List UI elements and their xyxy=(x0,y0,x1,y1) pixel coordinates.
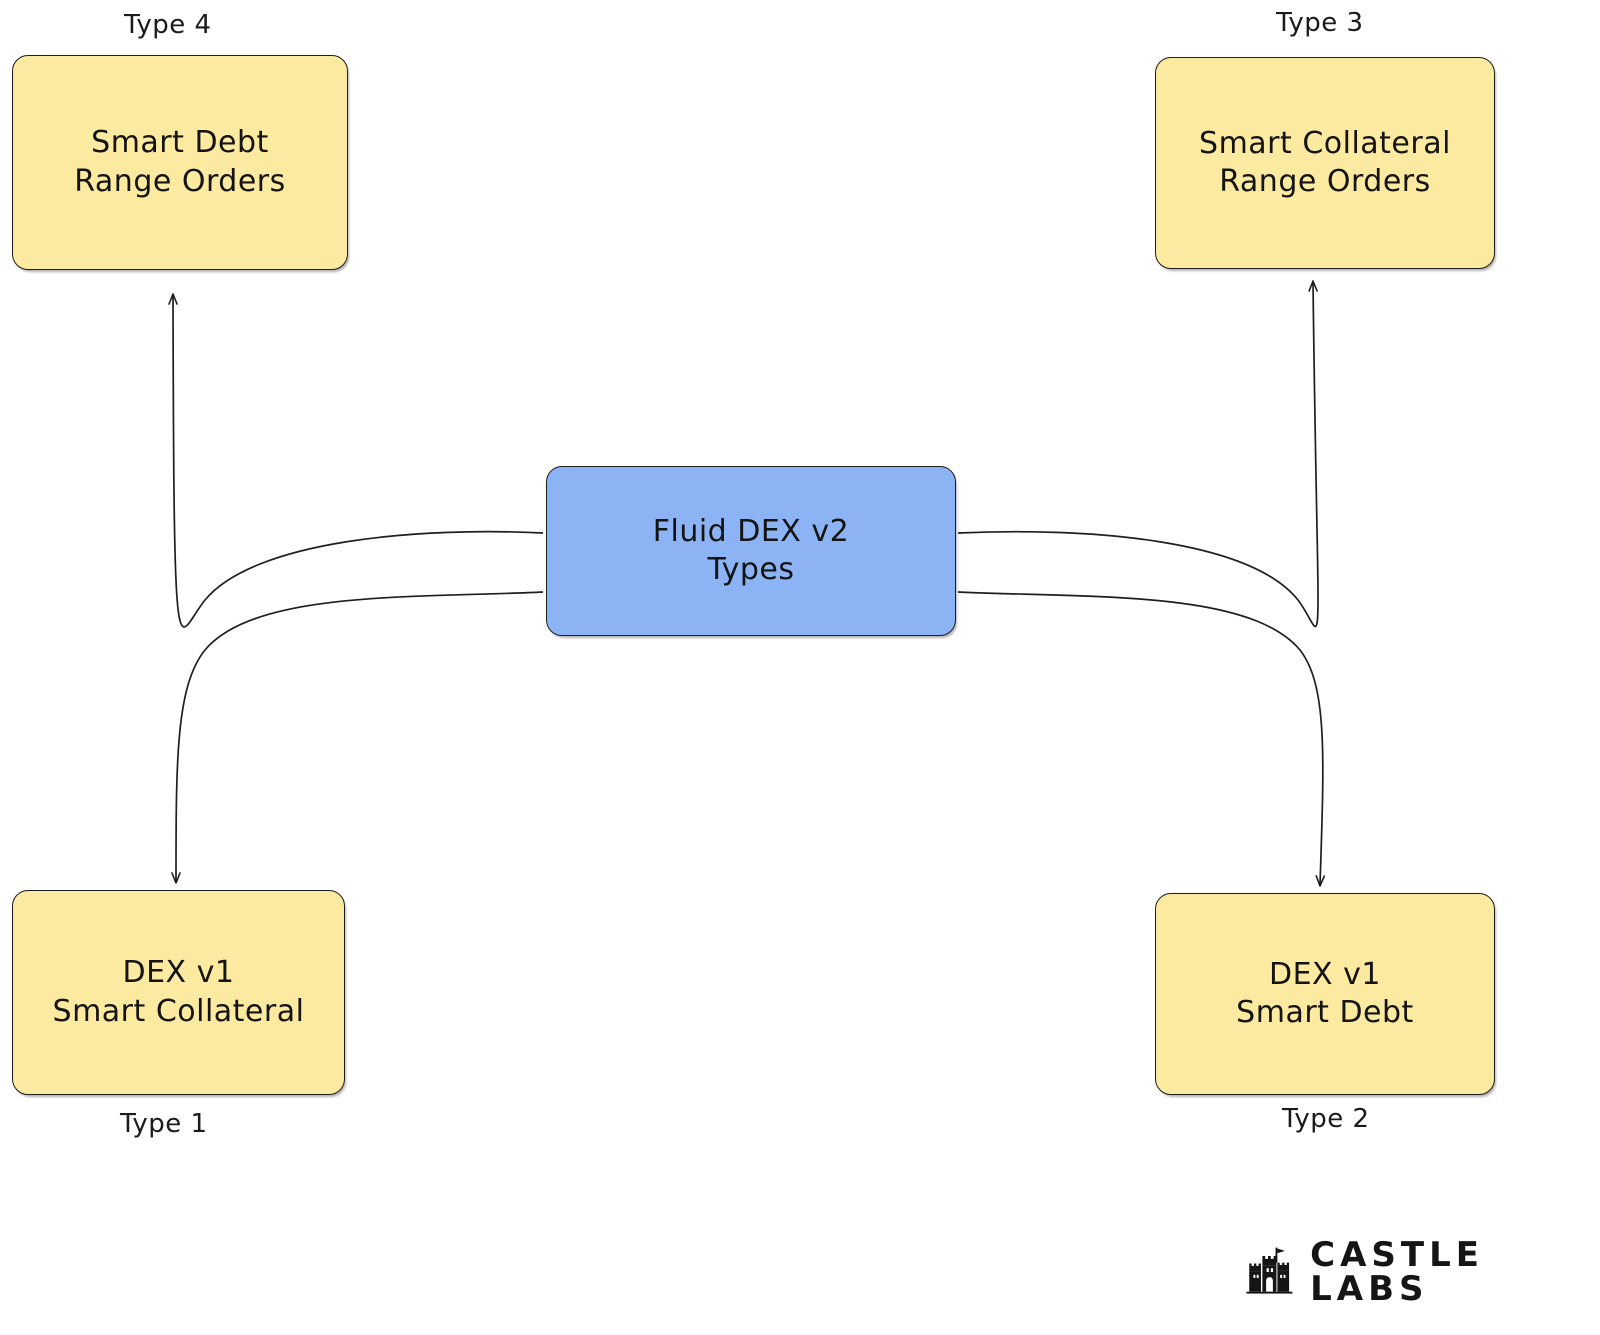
tag-type3: Type 3 xyxy=(1276,8,1364,38)
node-center-label: Fluid DEX v2 Types xyxy=(652,513,850,587)
tag-type2: Type 2 xyxy=(1282,1104,1370,1134)
node-type1[interactable]: DEX v1 Smart Collateral xyxy=(12,890,345,1095)
node-type3[interactable]: Smart Collateral Range Orders xyxy=(1155,57,1495,269)
tag-type1: Type 1 xyxy=(120,1109,208,1139)
edge-center-to-type3 xyxy=(957,280,1319,628)
node-type4-label: Smart Debt Range Orders xyxy=(74,125,286,199)
edge-center-to-type2 xyxy=(957,591,1326,887)
node-type2-label: DEX v1 Smart Debt xyxy=(1236,956,1414,1030)
castle-labs-logo: CASTLE LABS xyxy=(1238,1238,1600,1306)
castle-icon xyxy=(1246,1247,1293,1294)
node-center[interactable]: Fluid DEX v2 Types xyxy=(546,466,956,636)
tag-type4: Type 4 xyxy=(124,10,212,40)
node-type3-label: Smart Collateral Range Orders xyxy=(1199,125,1451,199)
edge-center-to-type4 xyxy=(168,293,544,628)
node-type1-label: DEX v1 Smart Collateral xyxy=(52,955,305,1029)
node-type4[interactable]: Smart Debt Range Orders xyxy=(12,55,348,270)
castle-labs-wordmark: CASTLE LABS xyxy=(1310,1235,1484,1309)
edge-center-to-type1 xyxy=(171,591,544,884)
node-type2[interactable]: DEX v1 Smart Debt xyxy=(1155,893,1495,1095)
